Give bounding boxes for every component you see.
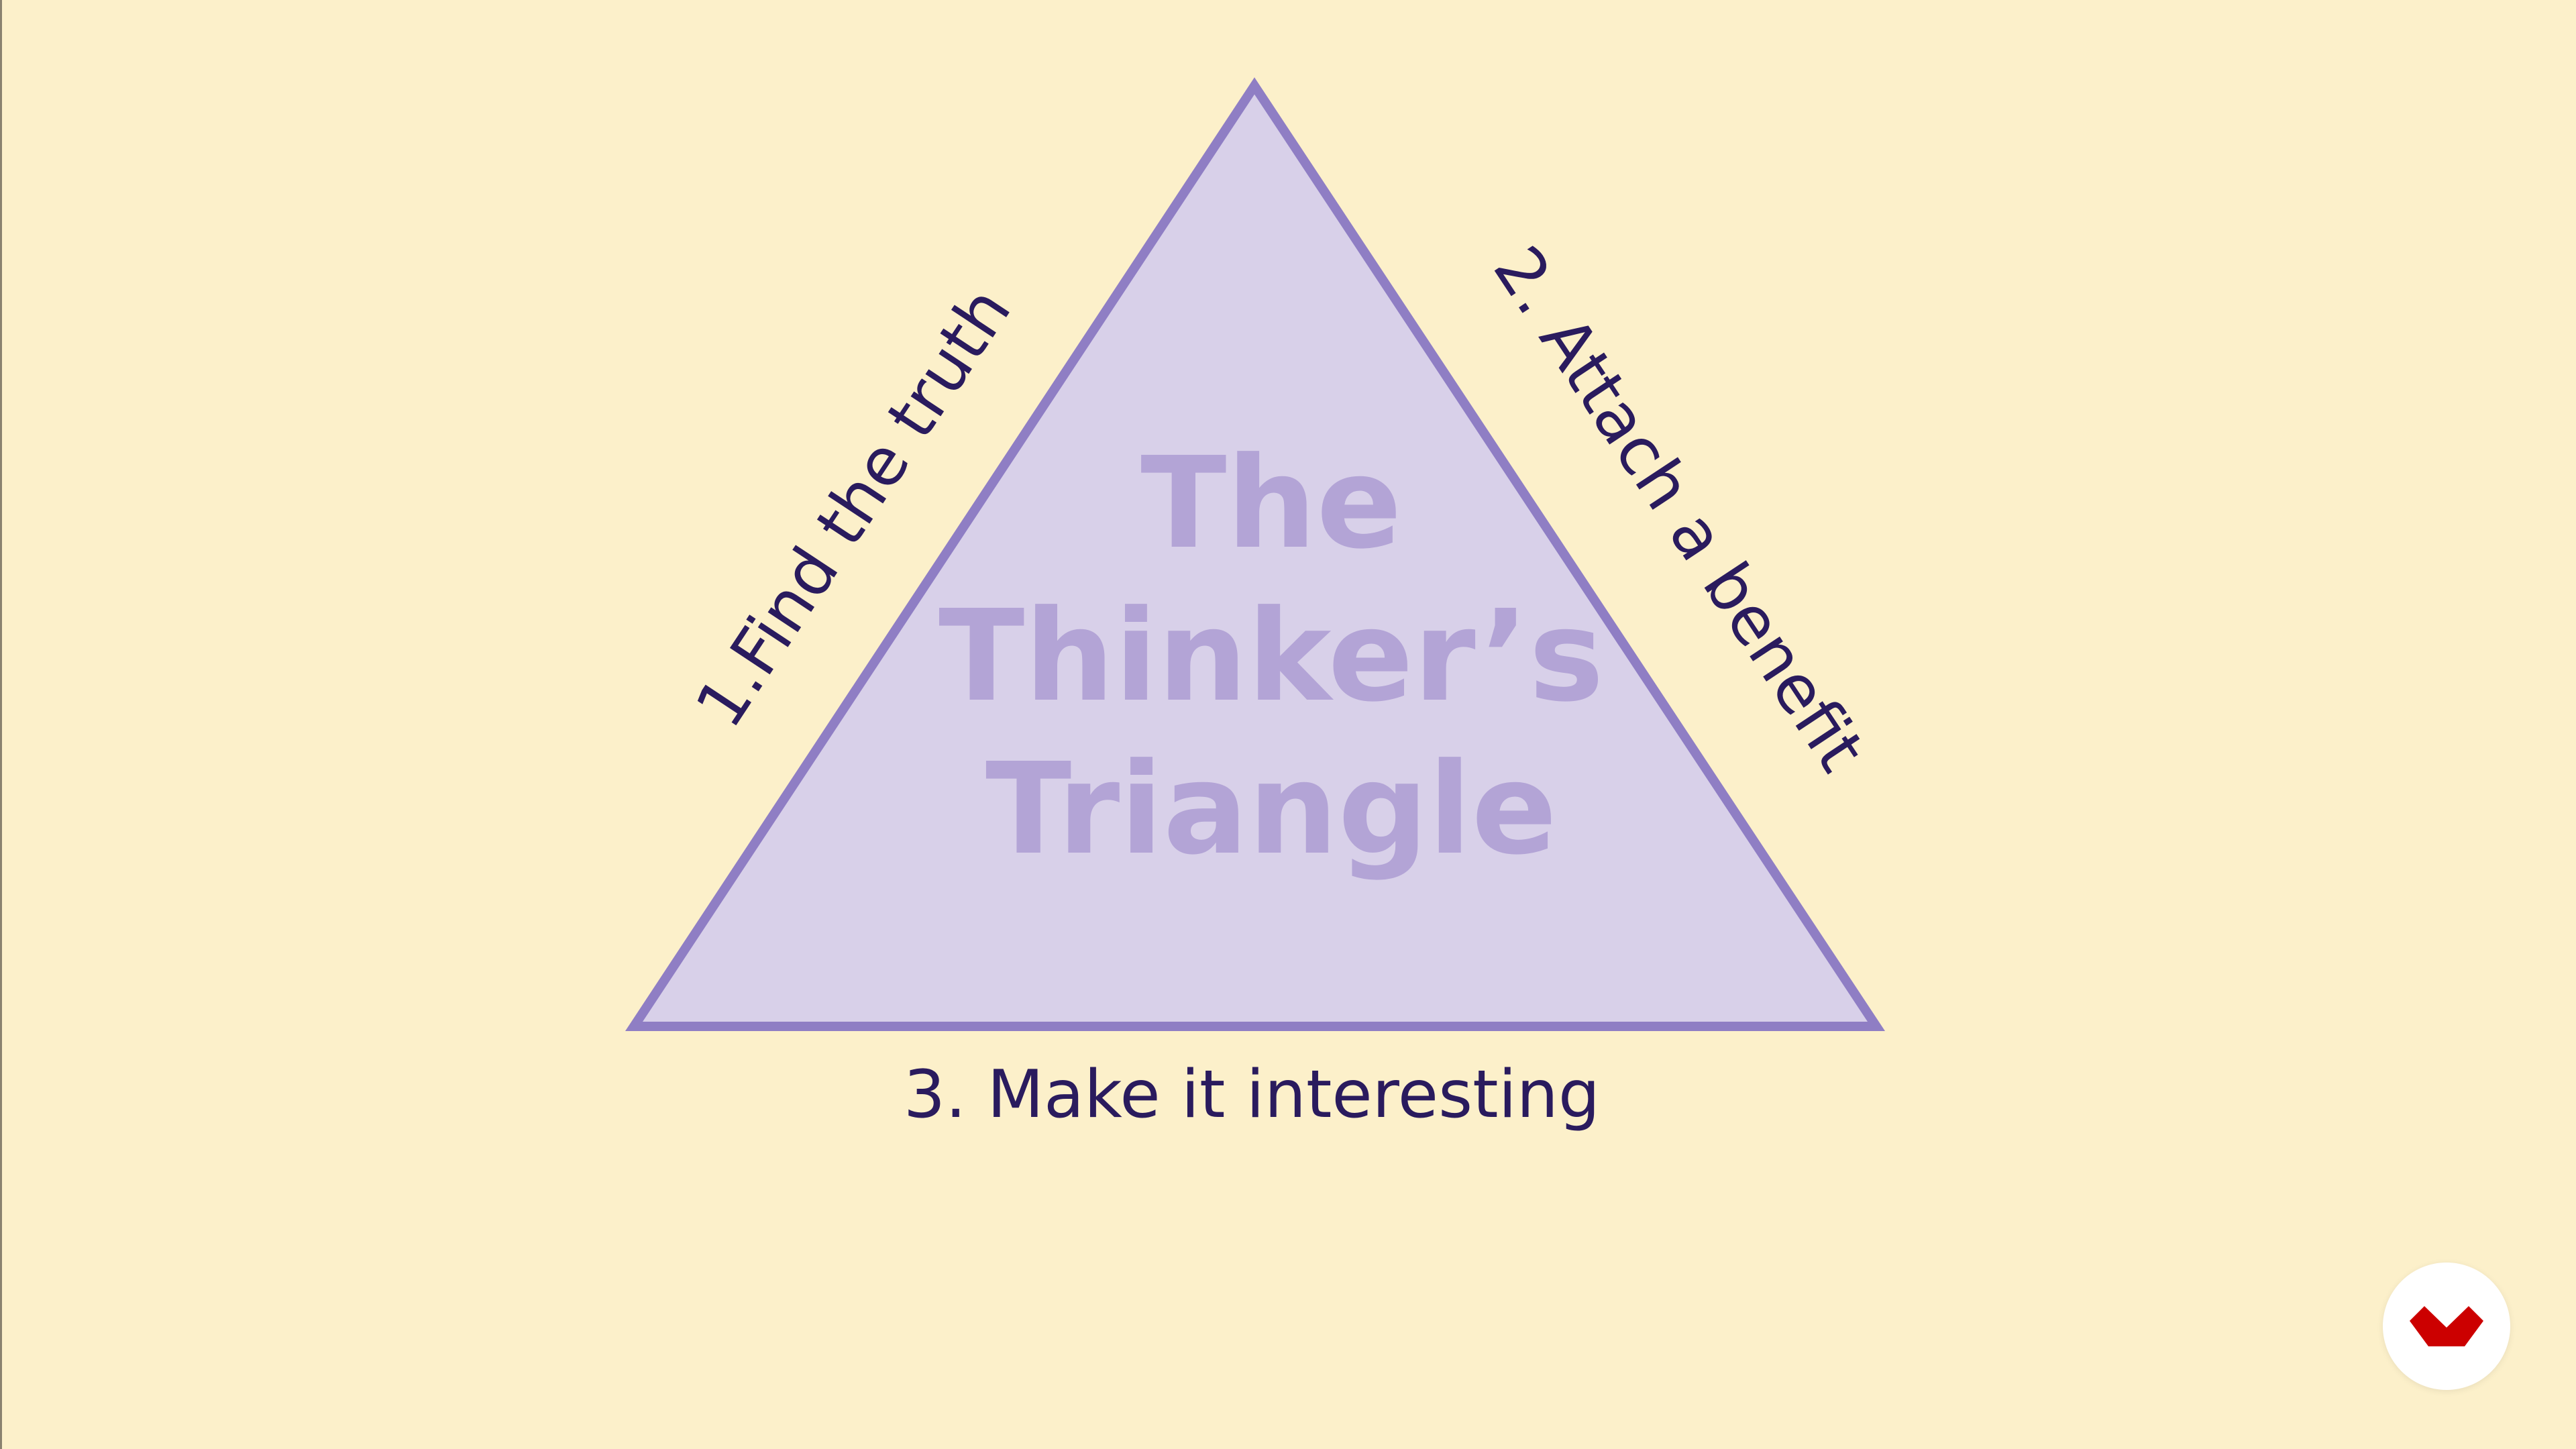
logo-badge xyxy=(2383,1263,2510,1390)
red-chevron-logo-icon xyxy=(2410,1306,2483,1346)
triangle-shape xyxy=(625,77,1886,1031)
title-line-1: The xyxy=(1140,430,1402,577)
title-line-2: Thinker’s xyxy=(938,583,1604,730)
bottom-side-label: 3. Make it interesting xyxy=(904,1057,1600,1133)
left-border xyxy=(0,0,2,1449)
title-line-3: Triangle xyxy=(985,736,1557,883)
